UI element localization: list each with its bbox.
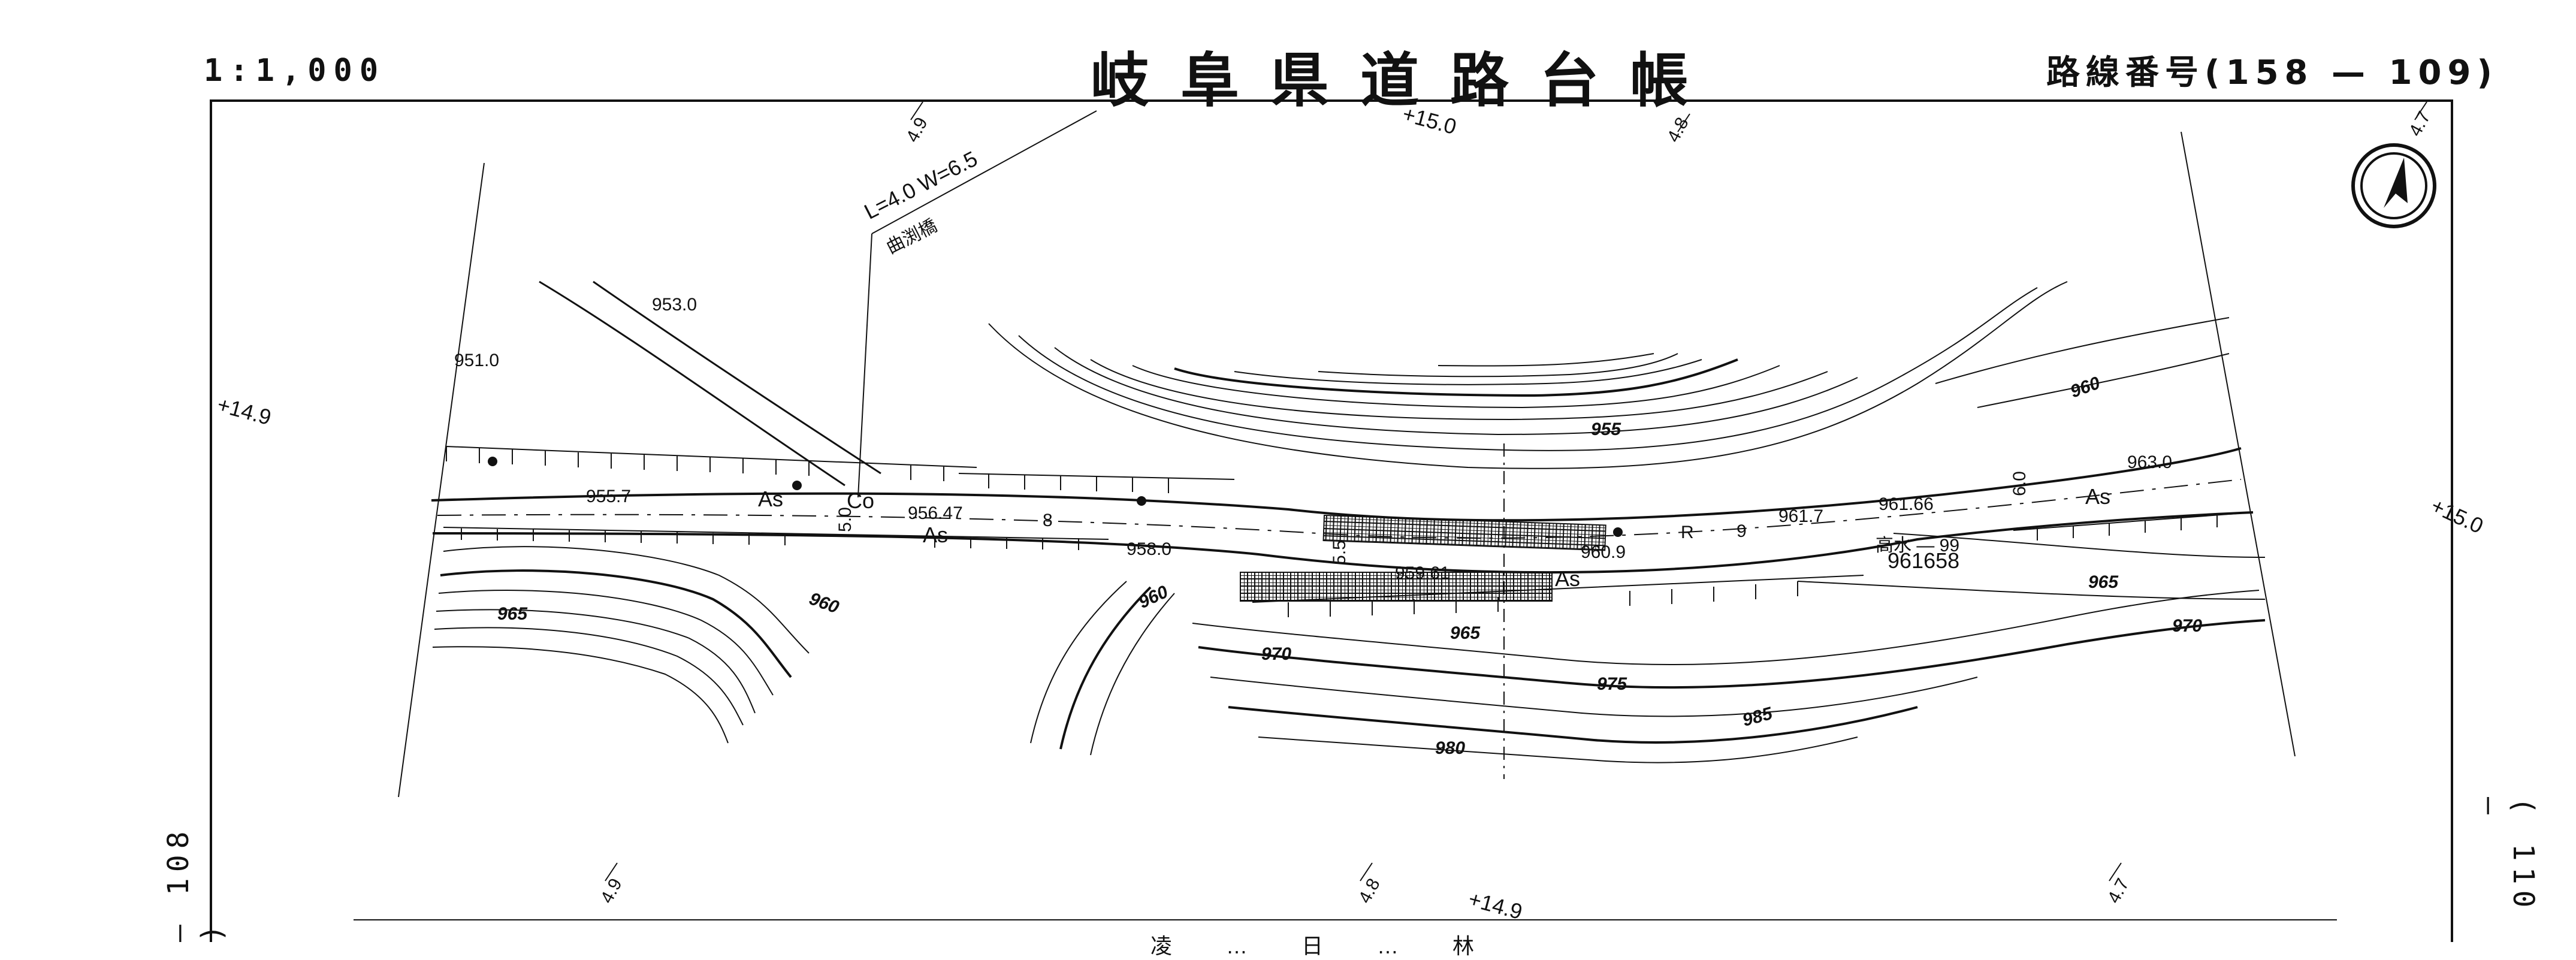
route-number: 路線番号(158 — 109) [2046,53,2498,92]
elevation-959-61: 959.61 [1395,563,1450,583]
elevation-955-7: 955.7 [586,487,632,506]
width-6-0: 6.0 [2009,471,2030,496]
width-5-5: 5.5 [1329,540,1349,565]
survey-boundary [398,131,2296,798]
slope-ticks [443,446,2254,617]
elevation-963-0: 963.0 [2127,452,2173,472]
surface-asphalt-2: As [923,523,949,547]
elevation-960-9: 960.9 [1581,542,1626,562]
sheet-title: 岐阜県道路台帳 [1091,46,1720,115]
side-road [539,280,881,487]
water-level-mark: 高水 — 99 [1876,536,1960,556]
north-arrow-icon [2351,143,2436,228]
width-8: 8 [1043,511,1053,530]
surface-asphalt-4: As [2085,484,2111,509]
elevation-958-0: 958.0 [1127,539,1172,559]
contour-label-965-right: 965 [2088,572,2119,592]
elevation-961-7: 961.7 [1778,506,1824,526]
adjacent-sheet-right: ( 110 — [2473,797,2540,914]
bridge-leader [857,110,1097,498]
map-scale: 1:1,000 [204,53,386,89]
surface-asphalt-3: As [1555,566,1581,591]
guardrail-upper [1322,514,1606,551]
contour-label-955: 955 [1591,419,1621,439]
width-9: 9 [1737,521,1747,541]
elevation-961658: 961658 [1888,548,1960,573]
surface-asphalt-1: As [758,487,784,511]
bottom-caption: 凌 … 日 … 林 [1150,934,1499,958]
contour-label-975: 975 [1597,674,1627,694]
contour-label-965-left: 965 [497,604,528,624]
surface-concrete: Co [847,488,875,513]
contour-label-970-right: 970 [2172,616,2203,636]
contour-lines [432,281,2266,763]
sheet-header: 1:1,000 岐阜県道路台帳 路線番号(158 — 109) [0,0,2576,115]
contour-label-980: 980 [1435,738,1466,758]
elevation-953: 953.0 [652,295,697,315]
contour-label-965-mid: 965 [1450,623,1481,643]
elevation-951: 951.0 [454,351,500,370]
elevation-956-47: 956.47 [908,503,963,523]
station-ticks [605,101,2427,881]
map-frame [210,99,2453,942]
width-5-0: 5.0 [835,507,855,532]
survey-points [488,457,1623,537]
elevation-961-66: 961.66 [1879,494,1934,514]
width-r: R [1681,523,1694,542]
contour-label-970-mid: 970 [1261,644,1292,664]
